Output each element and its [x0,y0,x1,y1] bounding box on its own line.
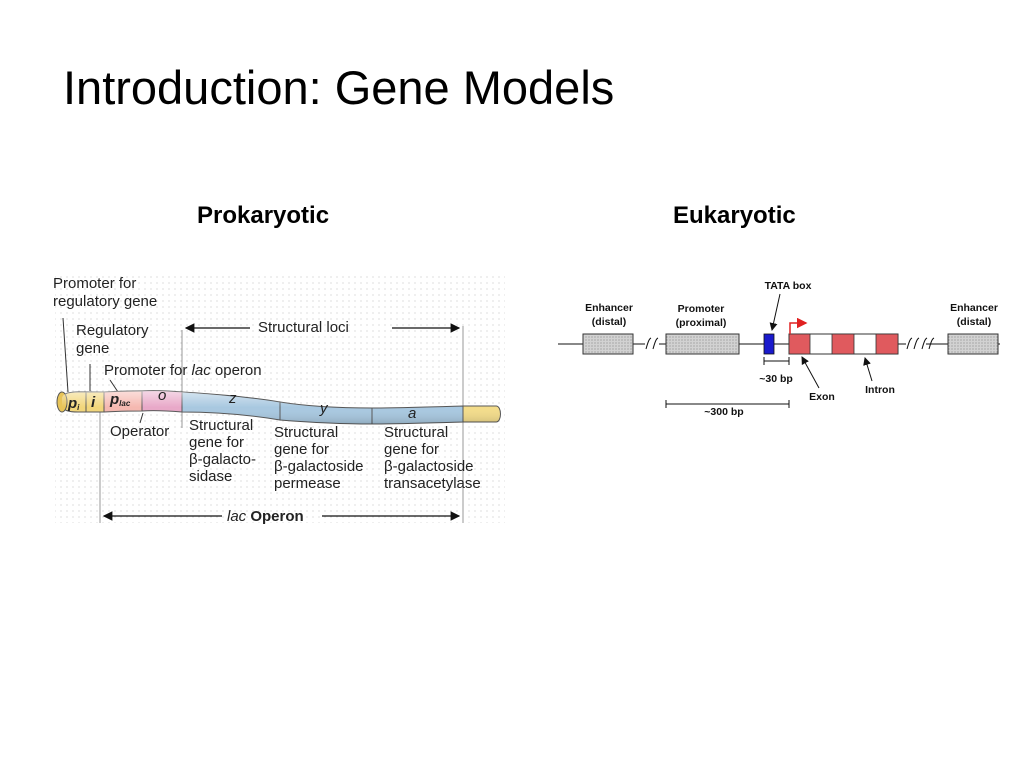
gene-a-label-line2: gene for [384,441,439,458]
segment-i-label: i [91,394,96,411]
gene-y-label-line1: Structural [274,424,338,441]
break-icon [645,337,659,350]
gene-y-label-line4: permease [274,475,341,492]
gene-y-label-line3: β-galactoside [274,458,364,475]
gene-a-label-line3: β-galactoside [384,458,474,475]
prokaryotic-diagram: pi i plac o z y a Promoter for regulator… [53,273,505,525]
segment-z-label: z [228,390,237,407]
promoter-regulatory-label-line1: Promoter for [53,275,136,292]
promoter-regulatory-label-line2: regulatory gene [53,293,157,310]
enhancer-left-box [582,333,634,355]
pointer-operator [139,412,144,424]
pointer-promoter-lac [109,379,119,393]
gene-z-label-line1: Structural [189,417,253,434]
regulatory-gene-label-line1: Regulatory [76,322,149,339]
tata-box-label: TATA box [765,280,812,292]
transcription-start-arrow [789,317,808,334]
exon-block [831,333,855,355]
gene-z-label-line3: β-galacto- [189,451,256,468]
exon-label: Exon [809,391,835,403]
segment-plac-label: plac [109,391,131,408]
promoter-label-line2: (proximal) [676,317,727,329]
bp30-label: ~30 bp [759,373,793,385]
break-icon [921,337,935,350]
enhancer-right-label-line1: Enhancer [950,302,998,314]
pointer-promoter-regulatory [62,317,69,393]
bp300-label: ~300 bp [704,406,743,418]
intron-pointer [863,357,873,382]
lac-operon-label: lac Operon [227,508,304,525]
enhancer-right-box [947,333,999,355]
slide-title: Introduction: Gene Models [63,61,615,114]
tata-pointer [769,293,781,331]
promoter-lac-label: Promoter for lac operon [104,362,262,379]
exon-pointer [801,356,820,389]
segment-a-label: a [408,405,416,422]
tata-box [763,333,775,355]
prokaryotic-heading: Prokaryotic [197,202,330,229]
intron-label: Intron [865,384,895,396]
enhancer-left-label-line2: (distal) [592,316,626,328]
exon-block [875,333,899,355]
eukaryotic-diagram: Enhancer (distal) Promoter (proximal) TA… [558,280,1000,418]
enhancer-left-label-line1: Enhancer [585,302,633,314]
gene-z-label-line4: sidase [189,468,232,485]
promoter-box [665,333,740,355]
structural-loci-label: Structural loci [258,319,349,336]
gene-y-label-line2: gene for [274,441,329,458]
gene-a-label-line4: transacetylase [384,475,481,492]
exon-block [788,333,811,355]
tube-shading [62,390,501,424]
break-icon [906,337,920,350]
segment-y-label: y [319,400,329,417]
eukaryotic-heading: Eukaryotic [673,202,796,229]
segment-o-label: o [158,387,166,404]
gene-z-label-line2: gene for [189,434,244,451]
regulatory-gene-label-line2: gene [76,340,109,357]
enhancer-right-label-line2: (distal) [957,316,991,328]
promoter-label-line1: Promoter [678,303,725,315]
segment-pi-label: pi [67,395,80,412]
gene-a-label-line1: Structural [384,424,448,441]
operator-label: Operator [110,423,169,440]
